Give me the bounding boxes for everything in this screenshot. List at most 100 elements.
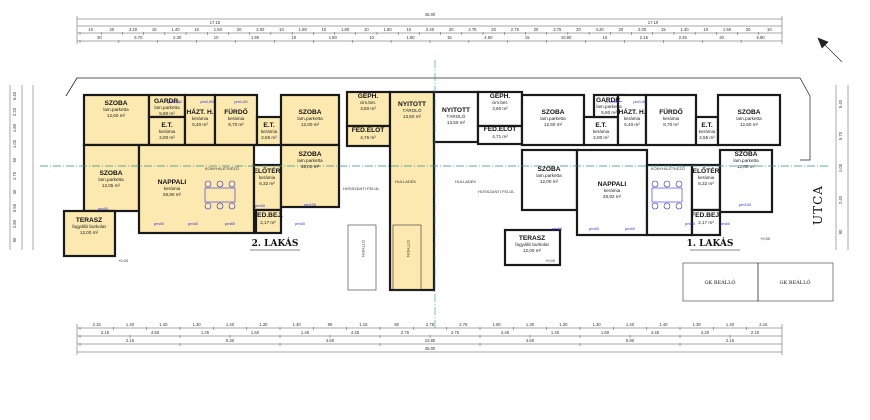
flat-1-label: 1. LAKÁS xyxy=(687,237,734,249)
dimension-label: 10 xyxy=(364,27,369,32)
level-mark-2: +0,00 xyxy=(545,258,556,263)
room-area-label: 6,32 m² xyxy=(698,181,714,186)
room-area-label: 12,00 m² xyxy=(540,179,559,184)
top-half-dimension-left: 17.10 xyxy=(210,20,221,25)
bin-label-1: HULLADÉK xyxy=(395,179,416,184)
dimension-label: 10 xyxy=(292,35,297,40)
dimension-label: 90 xyxy=(328,322,333,327)
room-1-haztartasi xyxy=(616,93,648,147)
dimension-label: 15 xyxy=(661,27,666,32)
door-label: pm100 xyxy=(304,202,317,207)
dimension-label: 2.75 xyxy=(459,322,468,327)
dimension-label: 10 xyxy=(279,27,284,32)
top-dimension-chain xyxy=(76,16,783,44)
room-2-szoba-4 xyxy=(279,143,341,209)
dimension-label: 20 xyxy=(619,27,624,32)
dimension-label: 2.75 xyxy=(511,27,520,32)
room-area-label: 28,92 m² xyxy=(603,194,622,199)
side-dimension-label: 5.40 xyxy=(12,91,17,100)
room-name-label: TERASZ xyxy=(519,235,545,242)
dimension-label: 4.60 xyxy=(326,338,335,343)
dimension-label: 20 xyxy=(576,27,581,32)
dimension-label: 10 xyxy=(322,27,327,32)
room-name-label: SZOBA xyxy=(99,170,122,177)
dimension-label: 1.60 xyxy=(251,330,260,335)
room-material-label: kerámia xyxy=(699,129,716,134)
room-area-label: 12,00 m² xyxy=(523,248,542,253)
door-label: pm1,80 xyxy=(605,99,619,104)
room-area-label: 12,00 m² xyxy=(737,164,756,169)
dimension-label: 2.15 xyxy=(751,330,760,335)
side-dimension-label: 0.55 xyxy=(12,203,17,212)
side-dimension-label: 90 xyxy=(12,237,17,242)
north-arrow-icon xyxy=(817,37,843,63)
bottom-dimension-chain xyxy=(76,324,783,355)
room-2-gephaz xyxy=(345,90,392,128)
dimension-label: 2.00 xyxy=(256,27,265,32)
dimension-label: 3.75 xyxy=(553,27,562,32)
dimension-label: 10 xyxy=(194,27,199,32)
room-material-label: lam.parketta xyxy=(540,116,566,121)
dimension-label: 60 xyxy=(394,322,399,327)
room-2-nappali xyxy=(137,143,256,235)
door-label: pm1,80 xyxy=(200,99,214,104)
door-label: pm40 xyxy=(552,226,563,231)
dimension-label: 2.15 xyxy=(126,338,135,343)
side-dimension-label: 30 xyxy=(12,189,17,194)
dimension-label: 15 xyxy=(603,35,608,40)
dimension-label: 20 xyxy=(97,35,102,40)
dimension-label: 1.40 xyxy=(626,322,635,327)
door-label: pm1,80 xyxy=(633,99,647,104)
room-2-nyitott-tarolo xyxy=(388,90,436,292)
dimension-label: 2.15 xyxy=(640,35,649,40)
dimension-label: 20 xyxy=(746,27,751,32)
dimension-label: 2.15 xyxy=(759,322,768,327)
door-label: pm80 xyxy=(225,221,236,226)
dimension-label: 2.75 xyxy=(468,27,477,32)
dimension-label: 1.40 xyxy=(659,322,668,327)
room-1-szoba-3 xyxy=(520,148,579,212)
room-1-szoba-1 xyxy=(520,93,586,147)
dimension-label: 1.30 xyxy=(259,322,268,327)
room-name-label: ELŐTÉR xyxy=(693,166,720,175)
room-area-label: 6,32 m² xyxy=(259,181,275,186)
dimension-label: 2.15 xyxy=(726,338,735,343)
dimension-label: 20 xyxy=(449,27,454,32)
door-label: pm1,80 xyxy=(168,99,182,104)
room-name-label: FÜRDŐ xyxy=(659,107,682,116)
dimension-label: 1.30 xyxy=(526,322,535,327)
room-material-label: cim.bet. xyxy=(492,100,508,105)
room-name-label: SZOBA xyxy=(298,151,321,158)
room-material-label: kerámia xyxy=(663,116,680,121)
room-area-label: 2,00 m² xyxy=(159,135,175,140)
dimension-label: 1.30 xyxy=(593,322,602,327)
side-dimension-label: 1.00 xyxy=(838,163,843,172)
dimension-label: 4.45 xyxy=(501,330,510,335)
room-name-label: GARDR. xyxy=(596,97,622,104)
room-1-nyitott-tarolo xyxy=(432,90,480,144)
room-area-label: 13,50 m² xyxy=(447,120,466,125)
ground-box-label-2: OTTHON xyxy=(406,240,411,257)
room-area-label: 5,80 m² xyxy=(159,111,175,116)
dimension-label: 10.80 xyxy=(561,35,572,40)
room-material-label: kerámia xyxy=(192,116,209,121)
room-area-label: 12,60 m² xyxy=(740,122,759,127)
dimension-label: 1.80 xyxy=(493,322,502,327)
room-area-label: 2,17 m² xyxy=(260,220,276,225)
side-dimension-label: 1.80 xyxy=(12,123,17,132)
room-material-label: lam.parketta xyxy=(154,105,180,110)
room-labels: SZOBA lam.parketta 12,60 m² GARDR. lam.parke… xyxy=(72,91,762,253)
level-mark-3: +0,00 xyxy=(760,236,771,241)
dimension-label: 1.45 xyxy=(201,330,210,335)
dining-table-right xyxy=(651,180,683,210)
room-material-label: kerámia xyxy=(164,186,181,191)
dimension-label: 2.00 xyxy=(638,27,647,32)
door-label: pm40 xyxy=(188,221,199,226)
flat-2-rooms xyxy=(62,90,436,292)
dimension-label: 2.75 xyxy=(426,322,435,327)
dimension-label: 4.20 xyxy=(596,27,605,32)
room-name-label: FED.BEJ. xyxy=(691,212,721,219)
